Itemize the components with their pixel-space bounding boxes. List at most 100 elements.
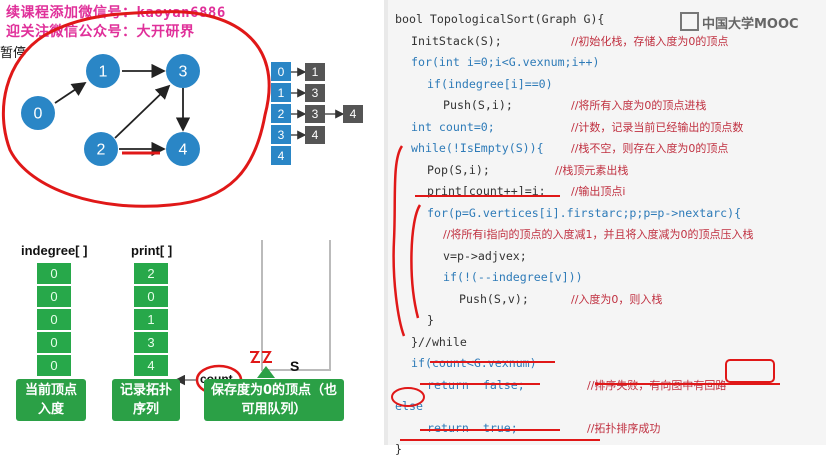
stack-caption: 保存度为0的顶点（也可用队列） [204,379,344,421]
print-cell: 4 [134,355,168,376]
print-cell: 1 [134,309,168,330]
adj-2-edge-1: 4 [350,107,357,121]
mooc-logo: 中国大学MOOC [680,12,799,32]
code-text: for(p=G.vertices[i].firstarc;p;p=p->next… [427,205,742,220]
indegree-cell: 0 [37,355,71,376]
code-comment: //入度为0，则入栈 [571,292,663,306]
watermark-line-2: 迎关注微信公众号：大开研界 [6,24,195,40]
node-3-label: 3 [179,64,188,81]
red-ellipse-annotation [2,10,271,208]
code-comment: //计数，记录当前已经输出的顶点数 [571,120,744,134]
code-text: for(int i=0;i<G.vexnum;i++) [411,55,600,69]
stack-label: S [290,358,300,374]
indegree-cell: 0 [37,263,71,284]
indegree-cell: 0 [37,332,71,353]
node-4-label: 4 [179,142,188,159]
indegree-title: indegree[ ] [21,243,88,258]
stack-container [261,240,331,371]
code-comment: //栈顶元素出栈 [555,163,629,177]
code-text: if(indegree[i]==0) [427,76,553,91]
adj-head-2: 2 [278,107,285,121]
code-comment: //栈不空，则存在入度为0的顶点 [571,142,729,155]
code-line: //将所有i指向的顶点的入度减1，并且将入度减为0的顶点压入栈 [395,224,753,246]
code-text: return true; [427,420,518,435]
print-cell: 2 [134,263,168,284]
adj-1-edge-0: 3 [312,86,319,100]
code-line: int count=0; //计数，记录当前已经输出的顶点数 [395,117,753,139]
edge-2-3 [114,84,171,139]
mooc-logo-icon [680,12,699,31]
adj-head-0: 0 [278,65,285,79]
code-comment: //输出顶点i [571,185,626,198]
graph-node-2: 2 [84,132,118,166]
red-scribble [250,351,272,363]
code-text: InitStack(S); [411,33,502,48]
graph-node-0: 0 [21,96,55,130]
node-2-label: 2 [97,142,106,159]
code-line: Push(S,v); //入度为0，则入栈 [395,289,753,311]
code-comment: //拓扑排序成功 [587,421,661,435]
panel-divider [384,0,388,445]
print-cell: 3 [134,332,168,353]
code-line: else [395,396,753,418]
code-text: else [395,399,423,413]
code-text: } [395,442,402,456]
code-text: Push(S,v); [459,291,529,306]
mooc-logo-text: 中国大学MOOC [702,17,799,32]
code-text: }//while [411,334,467,349]
code-text: int count=0; [411,119,495,134]
code-line: Push(S,i);//将所有入度为0的顶点进栈 [395,95,753,117]
adj-head-4: 4 [278,149,285,163]
code-line: for(p=G.vertices[i].firstarc;p;p=p->next… [395,203,753,225]
code-line: while(!IsEmpty(S)){ //栈不空，则存在入度为0的顶点 [395,138,753,160]
adj-3-edge-0: 4 [312,128,319,142]
indegree-cell: 0 [37,309,71,330]
code-text: if(count<G.vexnum) [411,356,537,370]
code-comment: //初始化栈，存储入度为0的顶点 [571,34,729,48]
adj-head-3: 3 [278,128,285,142]
print-array: 2 0 1 3 4 [134,263,168,378]
code-text: print[count++]=i; [427,184,546,198]
code-line: if(!(--indegree[v])) [395,267,753,289]
node-1-label: 1 [99,64,108,81]
code-text: } [427,313,434,327]
code-comment: //排序失败，有向图中有回路 [587,378,727,392]
code-line: return false; //排序失败，有向图中有回路 [395,375,753,397]
code-text: bool TopologicalSort(Graph G){ [395,12,605,26]
print-cell: 0 [134,286,168,307]
print-caption: 记录拓扑序列 [112,379,180,421]
code-comment: //将所有入度为0的顶点进栈 [571,99,707,112]
adj-head-1: 1 [278,86,285,100]
adj-2-edge-0: 3 [312,107,319,121]
adjacency-list: 0 1 2 3 4 1 3 3 4 4 [271,62,363,165]
code-text: v=p->adjvex; [443,248,527,263]
code-listing: bool TopologicalSort(Graph G){ InitStack… [395,9,753,461]
code-line: } [395,310,753,332]
code-text: if(!(--indegree[v])) [443,270,583,284]
diagram-svg: 0 1 2 3 4 0 1 2 3 4 1 3 3 [2,10,363,396]
indegree-array: 0 0 0 0 0 [37,263,71,378]
print-title: print[ ] [131,243,173,258]
code-line: if(indegree[i]==0) [395,74,753,96]
code-text: Pop(S,i); [427,162,490,177]
code-line: bool TopologicalSort(Graph G){ [395,9,753,31]
code-text: while(!IsEmpty(S)){ [411,141,544,155]
code-line: if(count<G.vexnum) [395,353,753,375]
node-0-label: 0 [34,106,43,123]
graph-node-1: 1 [86,54,120,88]
indegree-caption: 当前顶点入度 [16,379,86,421]
graph-node-4: 4 [166,132,200,166]
graph-node-3: 3 [166,54,200,88]
code-line: }//while [395,332,753,354]
code-line: Pop(S,i); //栈顶元素出栈 [395,160,753,182]
code-comment: //将所有i指向的顶点的入度减1，并且将入度减为0的顶点压入栈 [443,228,754,241]
code-text: return false; [427,377,525,392]
code-line: v=p->adjvex; [395,246,753,268]
code-line: for(int i=0;i<G.vexnum;i++) [395,52,753,74]
code-line: InitStack(S); //初始化栈，存储入度为0的顶点 [395,31,753,53]
code-line: } [395,439,753,461]
code-line: print[count++]=i; //输出顶点i [395,181,753,203]
edge-0-1 [54,82,87,104]
adj-0-edge-0: 1 [312,65,319,79]
indegree-cell: 0 [37,286,71,307]
